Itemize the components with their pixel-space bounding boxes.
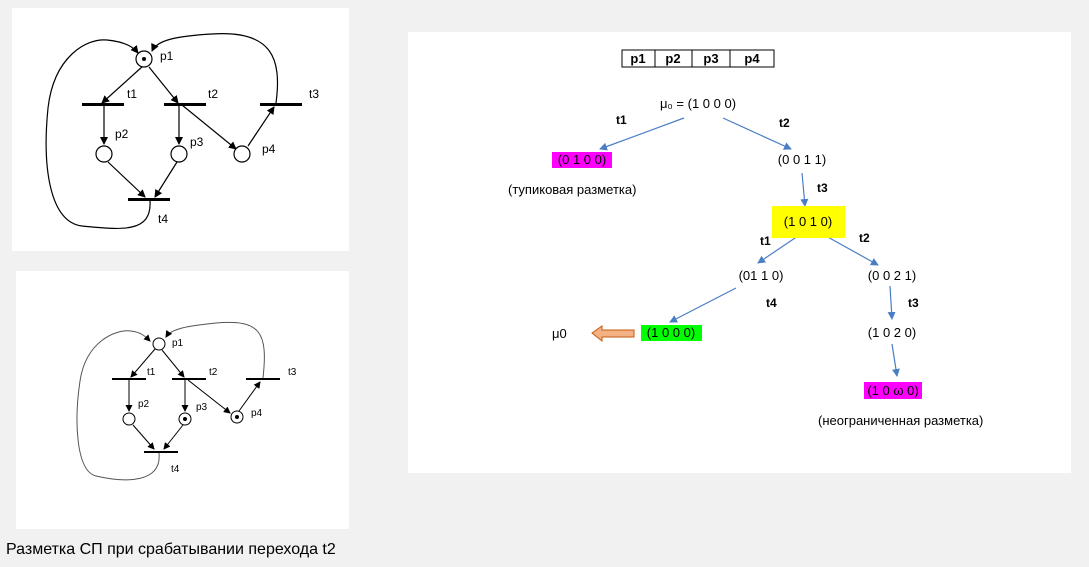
tokens-initial xyxy=(142,57,146,61)
petri-net-after-t2-panel: p1 p2 p3 p4 t1 t2 t3 t4 xyxy=(16,271,349,529)
highlight-dead xyxy=(552,152,612,168)
node-0110: (01 1 0) xyxy=(739,268,784,283)
edge-0110-1000 xyxy=(669,287,737,323)
edge-1010-0110 xyxy=(757,235,799,264)
highlight-repeat xyxy=(641,325,702,341)
node-1010: (1 0 1 0) xyxy=(784,214,832,229)
token-p4 xyxy=(235,415,239,419)
node-root: μ₀ = (1 0 0 0) xyxy=(660,96,736,111)
arc-p3-t4 xyxy=(163,424,184,450)
edge-label-0110-t4: t4 xyxy=(766,296,777,310)
edge-root-0100 xyxy=(599,117,685,151)
place-p2 xyxy=(122,412,136,426)
label-p4: p4 xyxy=(251,408,263,419)
reachability-tree-panel: p1 p2 p3 p4 t1 t2 t3 t1 t2 t4 t3 xyxy=(408,32,1071,473)
note-dead-marking: (тупиковая разметка) xyxy=(508,182,636,197)
label-p3: p3 xyxy=(196,402,208,413)
edge-0011-1010 xyxy=(800,172,809,207)
label-t4: t4 xyxy=(158,212,168,226)
slide-caption: Разметка СП при срабатывании перехода t2 xyxy=(6,541,336,558)
edge-1020-10w0 xyxy=(891,343,900,377)
label-t2: t2 xyxy=(209,367,218,378)
label-t1: t1 xyxy=(147,367,156,378)
petri-net-initial-panel: p1 p2 p3 p4 t1 t2 t3 t4 xyxy=(12,8,349,251)
arc-p2-t4 xyxy=(107,161,146,198)
edge-label-0021-t3: t3 xyxy=(908,296,919,310)
edge-label-root-t1: t1 xyxy=(616,113,627,127)
edge-label-1010-t2: t2 xyxy=(859,231,870,245)
petri-net-after-t2-diagram: p1 p2 p3 p4 t1 t2 t3 t4 xyxy=(76,321,297,481)
highlight-unbounded xyxy=(864,382,922,399)
transition-t1 xyxy=(82,103,124,106)
transition-t2 xyxy=(164,103,206,106)
node-10w0: (1 0 ω 0) xyxy=(867,383,918,398)
label-t2: t2 xyxy=(208,87,218,101)
header-p1: p1 xyxy=(630,51,645,66)
transition-t3 xyxy=(246,378,280,380)
edge-label-root-t2: t2 xyxy=(779,116,790,130)
place-p3 xyxy=(170,145,188,163)
arc-p1-t2 xyxy=(148,66,179,104)
arc-p4-t3 xyxy=(238,381,261,412)
label-p2: p2 xyxy=(115,127,129,141)
label-t3: t3 xyxy=(288,367,297,378)
arc-t3-p1 xyxy=(165,321,265,379)
place-p2 xyxy=(95,145,113,163)
arc-p1-t2 xyxy=(161,349,185,378)
highlight-1010 xyxy=(772,206,845,238)
node-0021: (0 0 2 1) xyxy=(868,268,916,283)
transition-t2 xyxy=(172,378,206,380)
return-to-root-arrow-icon xyxy=(591,325,635,343)
arc-t4-p1 xyxy=(45,39,151,229)
label-p3: p3 xyxy=(190,135,204,149)
label-p4: p4 xyxy=(262,142,276,156)
arc-t4-p1 xyxy=(76,330,160,481)
header-p2: p2 xyxy=(665,51,680,66)
arc-t2-p4 xyxy=(187,379,231,414)
label-p2: p2 xyxy=(138,399,150,410)
note-unbounded-marking: (неограниченная разметка) xyxy=(818,413,983,428)
header-p4: p4 xyxy=(744,51,760,66)
arc-p1-t1 xyxy=(130,348,156,378)
place-p4 xyxy=(233,145,251,163)
arc-t2-p4 xyxy=(181,104,237,150)
node-1020: (1 0 2 0) xyxy=(868,325,916,340)
label-p1: p1 xyxy=(172,338,184,349)
node-1000: (1 0 0 0) xyxy=(647,325,695,340)
petri-net-initial-diagram: p1 p2 p3 p4 t1 t2 t3 t4 xyxy=(45,33,319,229)
token-p1 xyxy=(142,57,146,61)
edge-label-1010-t1: t1 xyxy=(760,234,771,248)
arc-p3-t4 xyxy=(154,161,178,198)
edge-label-0011-t3: t3 xyxy=(817,181,828,195)
label-p1: p1 xyxy=(160,49,174,63)
transition-t3 xyxy=(260,103,302,106)
node-0100: (0 1 0 0) xyxy=(558,152,606,167)
token-p3 xyxy=(183,417,187,421)
transition-t4 xyxy=(144,451,178,453)
label-t3: t3 xyxy=(309,87,319,101)
header-p3: p3 xyxy=(703,51,718,66)
arc-p2-t4 xyxy=(132,424,155,450)
edge-root-0011 xyxy=(722,117,792,150)
place-p1 xyxy=(152,337,166,351)
edge-1010-0021 xyxy=(825,235,879,266)
transition-t4 xyxy=(128,198,170,201)
label-t4: t4 xyxy=(171,464,180,475)
label-t1: t1 xyxy=(127,87,137,101)
tokens-after-t2 xyxy=(183,415,239,421)
transition-t1 xyxy=(112,378,146,380)
arc-p1-t1 xyxy=(101,65,144,104)
edge-0021-1020 xyxy=(887,285,896,320)
reachability-tree-diagram: p1 p2 p3 p4 t1 t2 t3 t1 t2 t4 t3 xyxy=(508,49,983,428)
arc-t3-p1 xyxy=(151,33,279,104)
node-0011: (0 0 1 1) xyxy=(778,152,826,167)
arc-p4-t3 xyxy=(247,106,275,147)
place-order-header: p1 p2 p3 p4 xyxy=(621,49,775,68)
label-mu0: μ0 xyxy=(552,326,567,341)
